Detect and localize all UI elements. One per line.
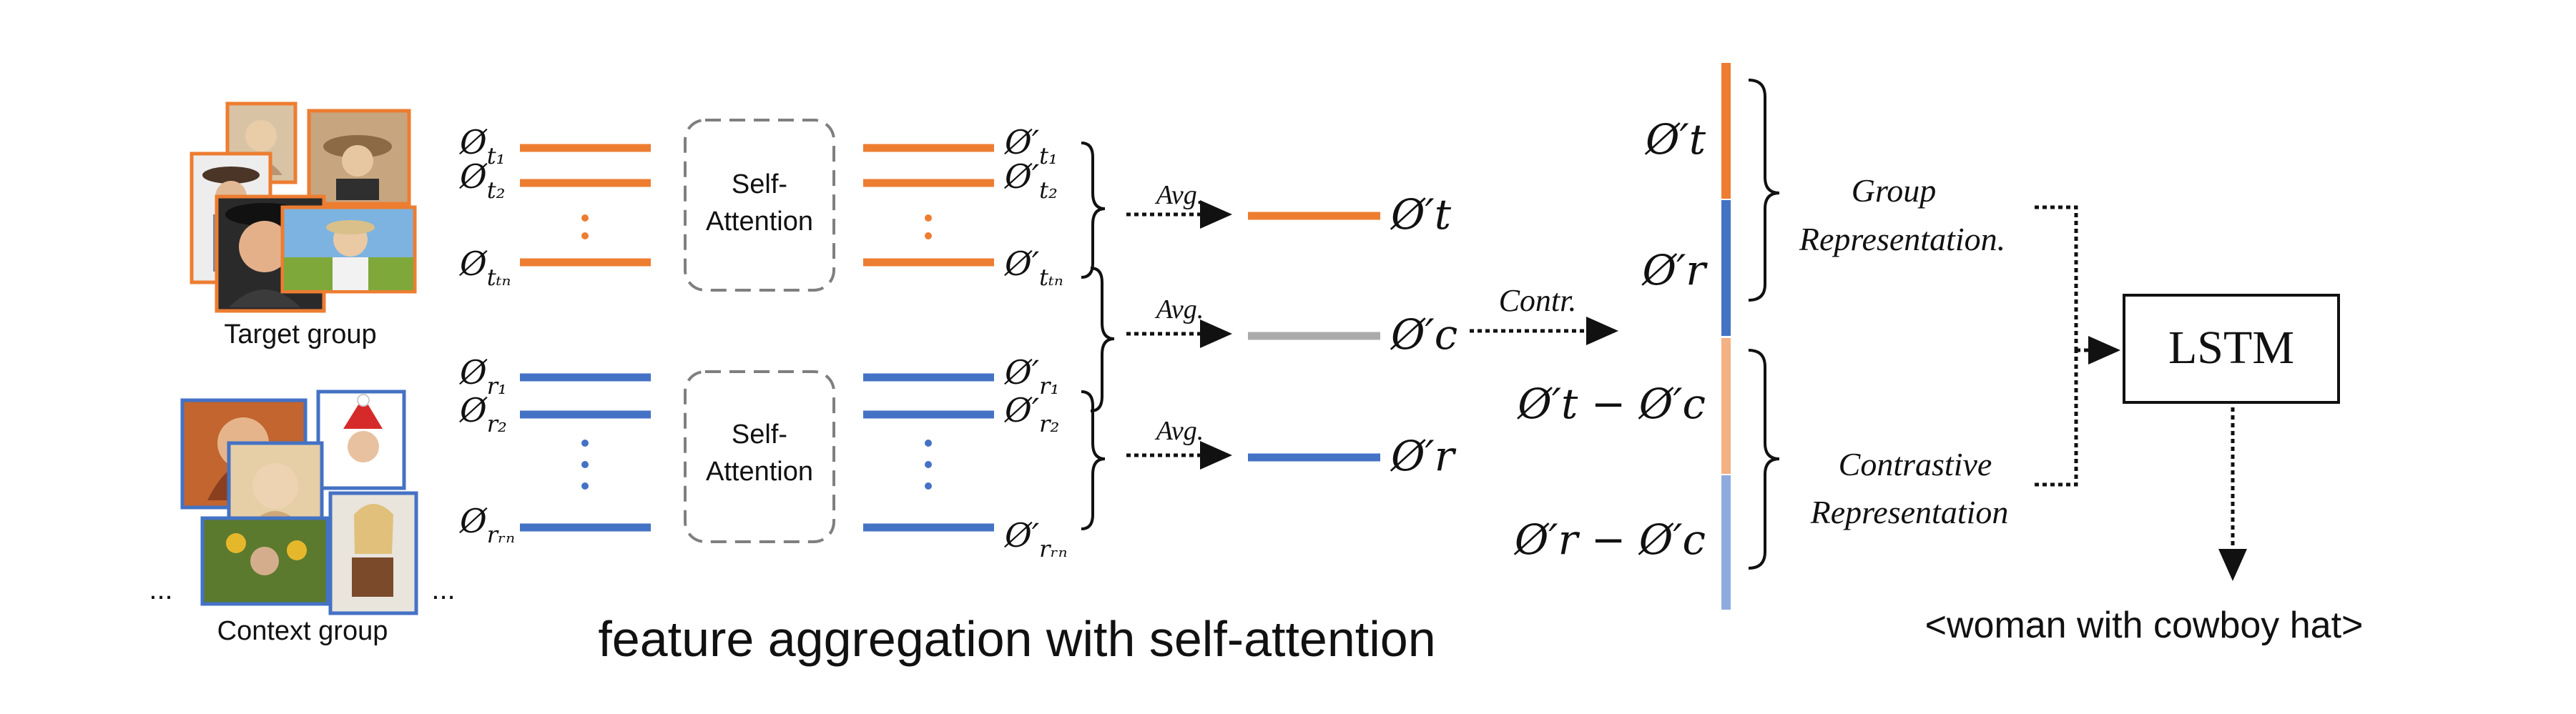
self-attention-label-2: Attention (706, 457, 813, 487)
target-input-features: Øt₁ Øt₂ Øtₜₙ (459, 123, 651, 291)
rep-segment-target-diff (1721, 338, 1731, 474)
self-attention-label-1: Self- (732, 420, 787, 450)
lstm-label: LSTM (2168, 322, 2294, 374)
target-output-dot-2 (925, 232, 932, 239)
self-attention-label-2: Attention (706, 207, 813, 237)
avg-arrows: Avg. Avg. Avg. (1126, 180, 1232, 470)
avg-symbol-context: Ø′r (1390, 432, 1457, 480)
figure-caption: feature aggregation with self-attention (598, 611, 1435, 667)
avg-label-target: Avg. (1154, 180, 1204, 210)
context-input-dot-3 (581, 482, 589, 490)
context-output-dot-1 (925, 440, 932, 447)
context-output-dot-2 (925, 461, 932, 468)
rep-label-target-diff: Ø′t − Ø′c (1516, 380, 1706, 428)
self-attention-box-target: Self- Attention (684, 119, 835, 292)
contrastive-to-lstm (2035, 350, 2078, 487)
self-attention-box-context: Self- Attention (684, 370, 835, 543)
group-to-lstm (2035, 205, 2078, 350)
contrast-step: Contr. (1470, 283, 1618, 345)
contrastive-rep-label-1: Contrastive (1839, 446, 1992, 482)
context-group-label: Context group (217, 616, 388, 646)
group-rep-label-2: Representation. (1799, 221, 2005, 257)
target-input-symbol-n: Øtₜₙ (459, 244, 511, 291)
context-photo-4 (200, 516, 330, 606)
target-group-images: Target group (190, 101, 417, 349)
contrastive-rep-label-2: Representation (1810, 494, 2009, 530)
avg-label-context: Avg. (1154, 416, 1204, 446)
target-group-label: Target group (224, 319, 376, 349)
target-output-dot-1 (925, 214, 932, 222)
target-photo-2 (307, 109, 411, 206)
context-output-symbol-n: Ø′rᵣₙ (1004, 516, 1068, 562)
lstm-connectors (2035, 205, 2120, 487)
avg-symbol-target: Ø′t (1390, 190, 1452, 239)
context-input-symbol-1: Ør₁ (459, 353, 507, 400)
context-output-dot-3 (925, 482, 932, 490)
avg-braces (1081, 142, 1115, 530)
representation-bar: Ø′t Ø′r Ø′t − Ø′c Ø′r − Ø′c (1513, 63, 1731, 610)
target-output-features: Ø′t₁ Ø′t₂ Ø′tₜₙ (863, 123, 1063, 291)
target-input-symbol-2: Øt₂ (459, 157, 505, 204)
rep-label-context-diff: Ø′r − Ø′c (1513, 515, 1706, 564)
brace-group (1748, 79, 1780, 302)
target-input-dot-2 (581, 232, 589, 239)
target-input-dot-1 (581, 214, 589, 222)
brace-target (1081, 142, 1106, 279)
context-input-symbol-2: Ør₂ (459, 391, 507, 437)
context-input-symbol-n: Ørᵣₙ (459, 502, 515, 548)
self-attention-label-1: Self- (732, 169, 787, 199)
group-rep-label-1: Group (1852, 172, 1936, 209)
rep-segment-target (1721, 63, 1731, 199)
rep-segment-context (1721, 200, 1731, 336)
target-output-symbol-n: Ø′tₜₙ (1004, 244, 1063, 291)
target-photo-5 (280, 205, 417, 294)
representation-braces (1748, 79, 1780, 570)
context-group-images: ... ... Context group (149, 390, 456, 646)
context-input-features: Ør₁ Ør₂ Ørᵣₙ (459, 353, 651, 548)
context-output-features: Ø′r₁ Ø′r₂ Ø′rᵣₙ (863, 353, 1068, 562)
context-ellipsis-right: ... (431, 574, 455, 605)
brace-contrast (1090, 267, 1115, 412)
output-caption: <woman with cowboy hat> (1925, 605, 2364, 646)
contr-label: Contr. (1499, 283, 1577, 318)
brace-context (1081, 390, 1106, 530)
target-input-symbol-1: Øt₁ (459, 123, 505, 169)
avg-symbol-contrast: Ø′c (1390, 310, 1457, 359)
context-photo-2 (316, 390, 406, 490)
averaged-features: Ø′t Ø′c Ø′r (1248, 190, 1457, 480)
context-photo-5 (328, 491, 418, 615)
context-input-dot-2 (581, 461, 589, 468)
rep-label-target: Ø′t (1644, 115, 1706, 164)
context-input-dot-1 (581, 440, 589, 447)
avg-label-contrast: Avg. (1154, 294, 1204, 324)
representation-labels: Group Representation. Contrastive Repres… (1799, 172, 2009, 530)
lstm-block: LSTM (2123, 294, 2340, 404)
rep-segment-context-diff (1721, 475, 1731, 610)
brace-contrastive (1748, 349, 1780, 570)
context-ellipsis-left: ... (149, 574, 172, 605)
rep-label-context: Ø′r (1641, 246, 1709, 294)
